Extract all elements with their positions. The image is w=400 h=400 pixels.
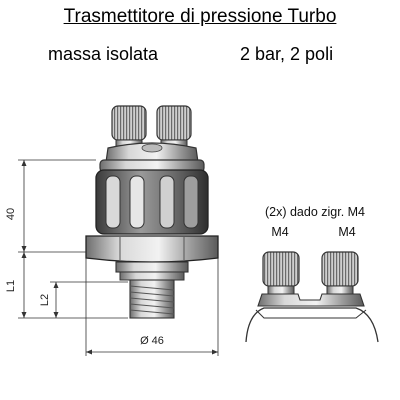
pressure-sensor-body (85, 105, 219, 319)
terminal-right-label: M4 (338, 225, 355, 239)
terminal-detail-view (245, 251, 379, 343)
pressure-poles-label: 2 bar, 2 poli (240, 44, 334, 64)
detail-knurled-nut-right (321, 251, 359, 287)
insulation-label: massa isolata (48, 44, 159, 64)
knurled-nut-left (111, 105, 147, 149)
l2-dimension-label: L2 (39, 294, 51, 306)
l1-dimension-label: L1 (5, 280, 17, 292)
detail-knurled-nut-left (262, 251, 300, 287)
knurled-nut-right (156, 105, 192, 149)
dimension-lines (18, 159, 219, 356)
dimension-arrowheads (21, 160, 218, 355)
terminal-left-label: M4 (271, 225, 288, 239)
diagram-title: Trasmettitore di pressione Turbo (63, 6, 337, 27)
diameter-dimension-label: Ø 46 (140, 335, 164, 347)
terminal-nut-caption: (2x) dado zigr. M4 (265, 205, 365, 219)
height-dimension-label: 40 (5, 208, 17, 220)
